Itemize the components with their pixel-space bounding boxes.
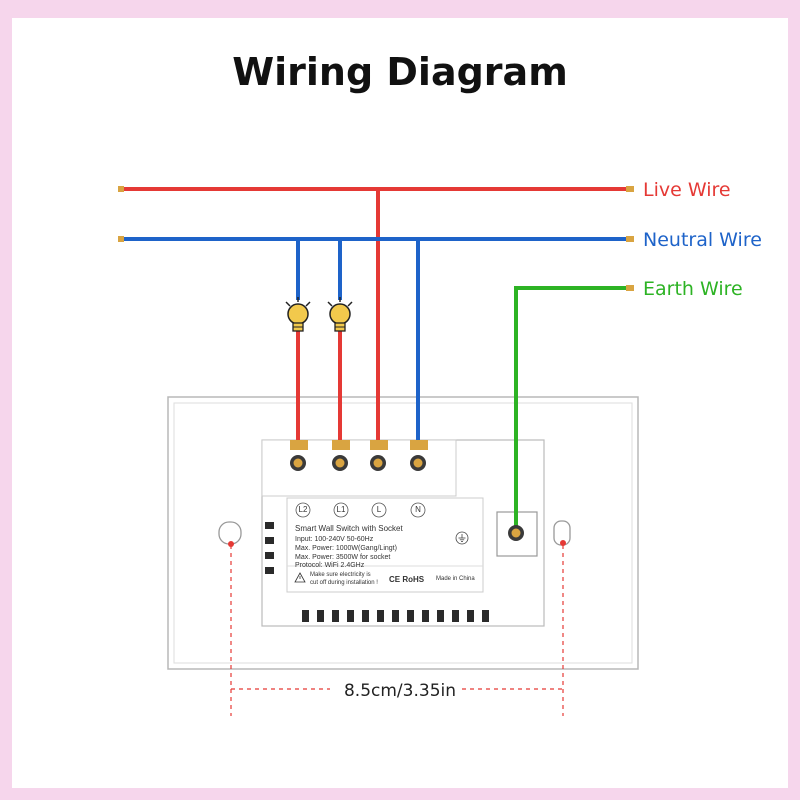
warning-icon [294, 572, 306, 583]
label-spec-power-socket: Max. Power: 3500W for socket [295, 554, 391, 561]
label-certification-marks: CE RoHS [389, 575, 425, 584]
screw-terminals [290, 440, 524, 541]
earth-wire-label: Earth Wire [643, 278, 743, 300]
dimension-label: 8.5cm/3.35in [343, 681, 457, 701]
ground-icon [455, 531, 469, 545]
live-wire-label: Live Wire [643, 179, 731, 201]
dimension-point-right [560, 540, 566, 546]
lightbulb-icon [327, 297, 353, 332]
switched-live-wires [296, 330, 342, 448]
wire-end-caps [118, 186, 634, 291]
terminal-label-l: L [376, 505, 382, 514]
faceplate-inner-edge [173, 402, 633, 664]
terminal-label-l1: L1 [336, 505, 346, 514]
mounting-slot-left [218, 521, 242, 545]
live-wire [122, 187, 628, 448]
dimension-point-left [228, 541, 234, 547]
label-spec-protocol: Protocol: WiFi 2.4GHz [295, 562, 365, 569]
label-origin: Made in China [436, 576, 475, 582]
label-heading: Smart Wall Switch with Socket [295, 524, 403, 533]
side-vents [265, 522, 274, 574]
neutral-wire [122, 237, 628, 448]
neutral-wire-label: Neutral Wire [643, 229, 762, 251]
label-warning: Make sure electricity is cut off during … [310, 572, 378, 586]
dimension-guides [230, 545, 564, 716]
terminal-markers [295, 502, 426, 518]
lightbulb-icon [285, 297, 311, 332]
earth-wire [514, 286, 628, 530]
label-spec-power-gang: Max. Power: 1000W(Gang/Lingt) [295, 545, 397, 552]
label-spec-input: Input: 100-240V 50-60Hz [295, 536, 374, 543]
terminal-label-n: N [415, 505, 421, 514]
bottom-vents [302, 610, 489, 622]
terminal-label-l2: L2 [298, 505, 308, 514]
page-title: Wiring Diagram [232, 50, 568, 94]
